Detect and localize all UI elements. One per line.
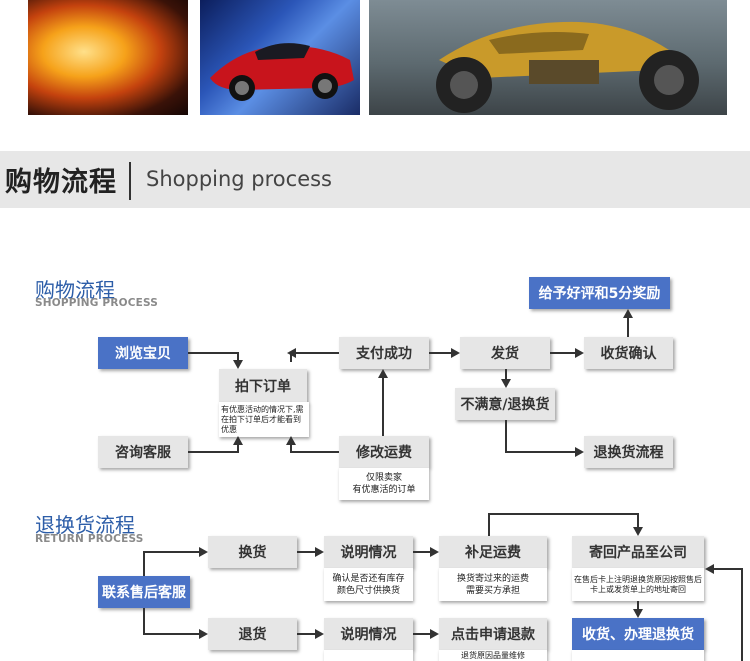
unsatisfied-return-step: 不满意/退换货: [455, 388, 555, 420]
banner-title: 购物流程: [5, 167, 117, 198]
connector-line: [550, 352, 575, 354]
connector-line: [488, 513, 639, 515]
explain-note-line-1: 确认是否还有库存: [332, 573, 405, 584]
explain-situation-exchange-note: 确认是否还有库存 颜色尺寸供换货: [324, 568, 413, 601]
arrow-right-icon: [315, 547, 324, 557]
explain-situation-refund-note: [324, 650, 413, 661]
send-back-product-note: 在售后卡上注明退换货原因按照售后卡上或发货单上的地址寄回: [572, 568, 704, 601]
connector-line: [297, 633, 315, 635]
connector-line: [413, 551, 430, 553]
arrow-down-icon: [233, 360, 243, 369]
connector-line: [143, 551, 199, 553]
pay-shipping-step: 补足运费: [439, 536, 547, 568]
explain-situation-refund-step: 说明情况: [324, 618, 413, 650]
return-process-step: 退换货流程: [584, 436, 673, 468]
arrow-right-icon: [315, 629, 324, 639]
shopping-section-title: 购物流程: [35, 278, 115, 302]
arrow-left-icon: [705, 564, 714, 574]
explain-situation-exchange-step: 说明情况: [324, 536, 413, 568]
motorcycle-photo: [369, 0, 727, 115]
payment-success-step: 支付成功: [339, 337, 429, 369]
connector-line: [143, 551, 145, 576]
connector-line: [505, 451, 575, 453]
contact-after-sales-step: 联系售后客服: [98, 576, 190, 608]
receive-confirm-step: 收货确认: [584, 337, 673, 369]
arrow-up-icon: [623, 309, 633, 318]
arrow-up-icon: [378, 369, 388, 378]
arrow-right-icon: [575, 447, 584, 457]
return-section-title: 退换货流程: [35, 513, 135, 537]
place-order-note: 有优惠活动的情况下,需在拍下订单后才能看到优惠: [219, 402, 309, 437]
connector-line: [637, 513, 639, 527]
apply-refund-step: 点击申请退款: [439, 618, 547, 650]
connector-line: [413, 633, 430, 635]
arrow-right-icon: [451, 348, 460, 358]
pay-shipping-note: 换货寄过来的运费 需要买方承担: [439, 568, 547, 601]
explain-note-line-2: 颜色尺寸供换货: [336, 585, 400, 596]
arrow-down-icon: [633, 527, 643, 536]
banner-subtitle: Shopping process: [146, 167, 332, 191]
connector-line: [713, 568, 742, 570]
connector-line: [296, 352, 339, 354]
consult-service-step: 咨询客服: [98, 436, 188, 468]
connector-line: [505, 369, 507, 379]
exchange-step: 换货: [208, 536, 297, 568]
modify-shipping-note-line-2: 有优惠活的订单: [352, 485, 416, 495]
section-banner: [0, 151, 750, 208]
ship-step: 发货: [460, 337, 550, 369]
connector-line: [429, 352, 451, 354]
connector-line: [741, 568, 743, 661]
connector-line: [297, 551, 315, 553]
sports-car-photo: [200, 0, 360, 115]
connector-line: [237, 352, 239, 362]
connector-line: [143, 608, 145, 634]
sparks-photo: [28, 0, 188, 115]
arrow-down-icon: [501, 379, 511, 388]
banner-divider: [129, 162, 131, 200]
apply-refund-note: 退货原因品量维修: [439, 650, 547, 661]
arrow-right-icon: [430, 547, 439, 557]
connector-line: [143, 633, 199, 635]
arrow-right-icon: [199, 629, 208, 639]
arrow-up-icon: [286, 436, 296, 445]
receive-process-return-note: [572, 650, 704, 661]
place-order-step: 拍下订单: [219, 369, 307, 403]
connector-line: [505, 420, 507, 452]
connector-line: [188, 352, 238, 354]
connector-line: [488, 513, 490, 536]
connector-line: [188, 451, 238, 453]
connector-line: [237, 444, 239, 453]
receive-process-return-step: 收货、办理退换货: [572, 618, 704, 650]
connector-line: [290, 451, 339, 453]
modify-shipping-note-line-1: 仅限卖家: [365, 473, 402, 483]
arrow-right-icon: [430, 629, 439, 639]
pay-shipping-note-line-1: 换货寄过来的运费: [456, 573, 529, 584]
shopping-section-subtitle: SHOPPING PROCESS: [35, 297, 159, 309]
arrow-up-icon: [233, 436, 243, 445]
arrow-right-icon: [575, 348, 584, 358]
return-section-subtitle: RETURN PROCESS: [35, 533, 144, 545]
pay-shipping-note-line-2: 需要买方承担: [465, 585, 520, 596]
arrow-down-icon: [633, 609, 643, 618]
good-review-reward-step: 给予好评和5分奖励: [529, 277, 670, 309]
modify-shipping-step: 修改运费: [339, 436, 429, 468]
arrow-left-icon: [287, 348, 296, 358]
connector-line: [637, 601, 639, 609]
modify-shipping-note: 仅限卖家 有优惠活的订单: [339, 468, 429, 500]
send-back-product-step: 寄回产品至公司: [572, 536, 704, 568]
connector-line: [382, 378, 384, 436]
browse-items-step: 浏览宝贝: [98, 337, 188, 369]
connector-line: [290, 444, 292, 453]
connector-line: [627, 318, 629, 337]
refund-step: 退货: [208, 618, 297, 650]
arrow-right-icon: [199, 547, 208, 557]
